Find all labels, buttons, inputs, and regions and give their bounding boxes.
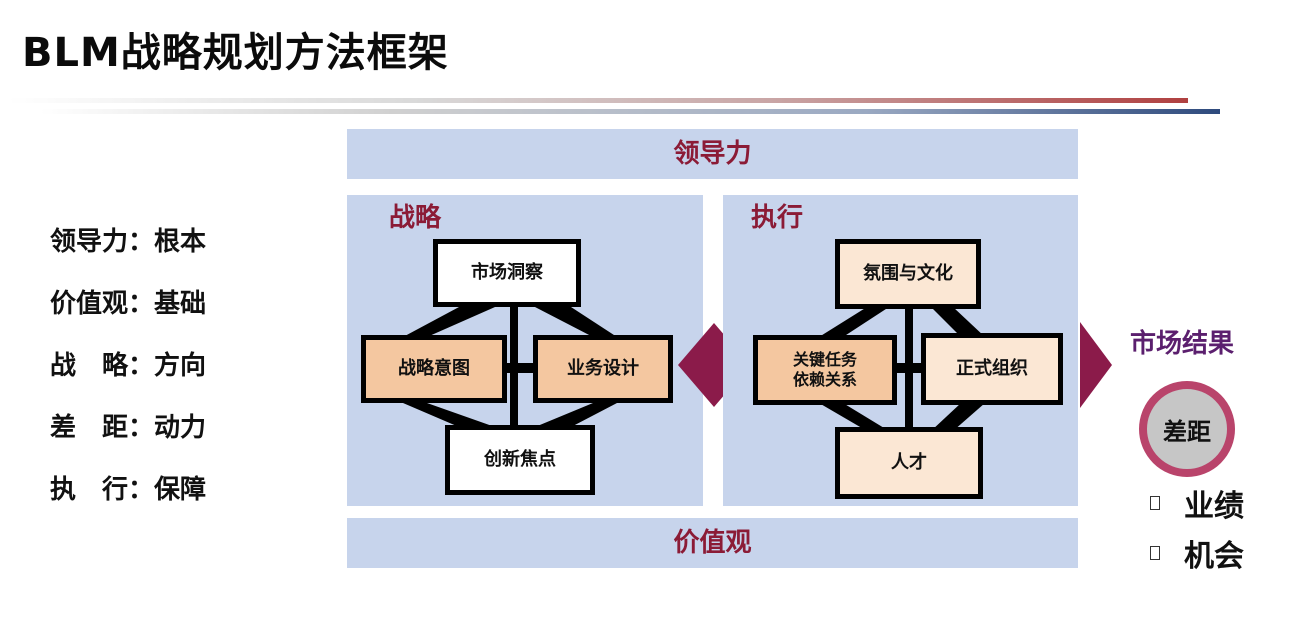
market-insight-box: 市场洞察	[433, 239, 581, 307]
bullet-icon	[1150, 546, 1160, 560]
execution-panel: 执行 氛围与文化 关键任务 依赖关系 正式组织 人才	[723, 195, 1078, 506]
result-item: 机会	[1150, 528, 1244, 578]
result-arrow	[1080, 322, 1112, 408]
principles-list: 领导力：根本 价值观：基础 战 略：方向 差 距：动力 执 行：保障	[50, 222, 206, 532]
critical-tasks-line1: 关键任务	[792, 350, 857, 369]
principle-values: 价值观：基础	[50, 289, 207, 319]
principle-strategy: 战 略：方向	[50, 351, 207, 381]
header-rule-red	[8, 98, 1188, 103]
critical-tasks-box: 关键任务 依赖关系	[753, 335, 897, 405]
gap-circle: 差距	[1139, 381, 1235, 477]
principle-gap: 差 距：动力	[50, 413, 207, 443]
market-result-title: 市场结果	[1130, 329, 1235, 359]
principle-leadership: 领导力：根本	[50, 227, 207, 257]
header-rule-blue	[40, 109, 1220, 114]
strategy-connectors	[403, 307, 617, 427]
result-item: 业绩	[1150, 478, 1244, 528]
result-item-label: 业绩	[1184, 489, 1244, 524]
principle-execution: 执 行：保障	[50, 475, 207, 505]
critical-tasks-line2: 依赖关系	[792, 370, 857, 389]
strategy-panel: 战略 市场洞察 战略意图 业务设计 创新焦点	[347, 195, 703, 506]
leadership-band: 领导力	[347, 129, 1078, 179]
bullet-icon	[1150, 496, 1160, 510]
page-title: BLM战略规划方法框架	[22, 30, 449, 76]
business-design-box: 业务设计	[533, 335, 673, 403]
strategic-intent-box: 战略意图	[361, 335, 507, 403]
strategy-label: 战略	[389, 203, 442, 233]
climate-culture-box: 氛围与文化	[835, 239, 981, 309]
execution-connectors	[819, 307, 985, 431]
result-item-label: 机会	[1184, 539, 1244, 574]
execution-label: 执行	[751, 203, 804, 233]
result-list: 业绩 机会	[1150, 478, 1244, 578]
talent-box: 人才	[835, 427, 983, 499]
innovation-focus-box: 创新焦点	[445, 425, 595, 495]
formal-organization-box: 正式组织	[921, 333, 1063, 405]
values-band: 价值观	[347, 518, 1078, 568]
